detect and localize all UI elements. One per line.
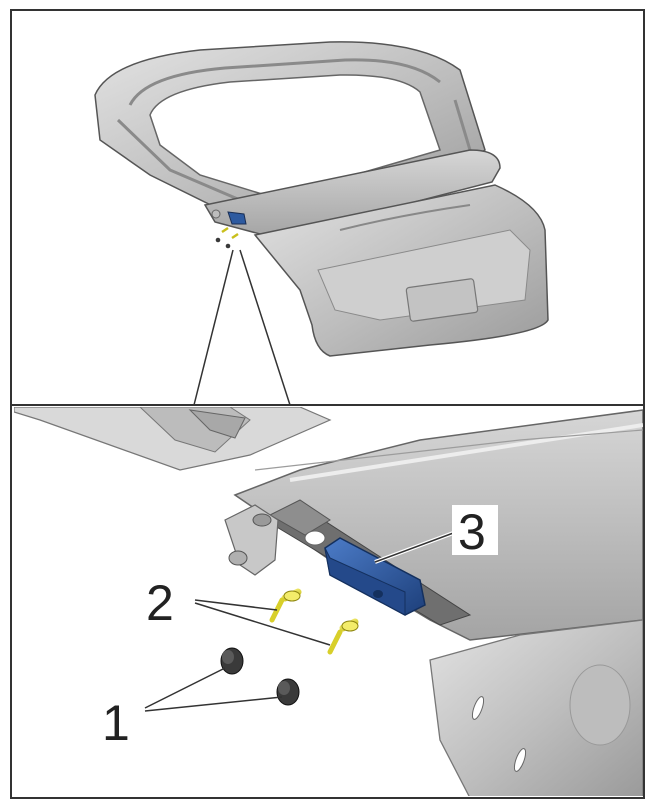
callout-2-leader-b: [194, 602, 331, 646]
bolt-icon: [327, 618, 359, 655]
stop-bracket-icon: [324, 537, 426, 616]
detail-view: [14, 407, 643, 796]
callout-3-leader: [374, 531, 457, 563]
zoom-leader-right: [239, 249, 291, 406]
cover-cap-icon: [276, 678, 300, 706]
callout-1-leader-a: [144, 667, 226, 709]
callout-1-leader-b: [144, 696, 283, 712]
callout-number-3: 3: [458, 504, 486, 560]
cover-cap-icon: [220, 647, 244, 675]
callout-number-2: 2: [146, 575, 174, 631]
callout-number-1: 1: [102, 695, 130, 751]
callout-2-leader-a: [194, 599, 278, 611]
zoom-leader-left: [193, 249, 234, 406]
callout-3-box: [452, 505, 498, 555]
liftgate-overview: [94, 41, 549, 357]
